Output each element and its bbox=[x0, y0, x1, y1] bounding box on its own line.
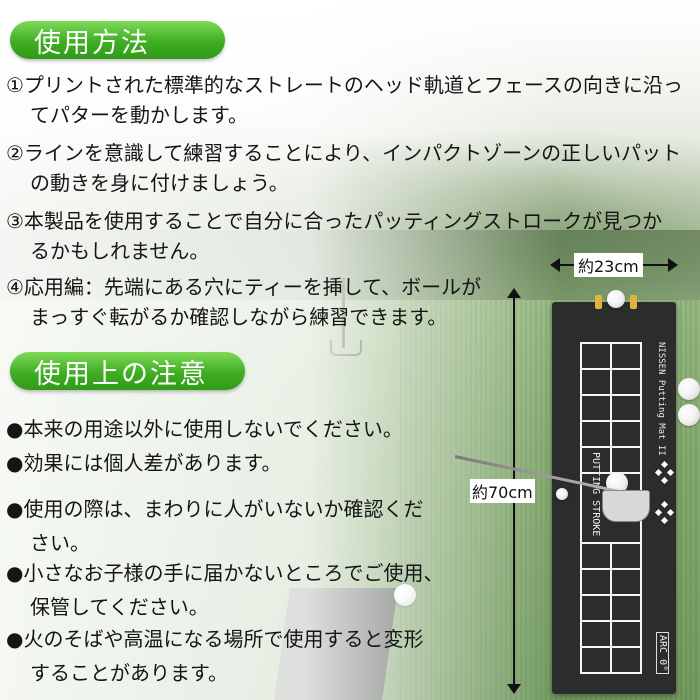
mat-center-line bbox=[610, 542, 612, 672]
usage-item-3-line2: るかもしれません。 bbox=[30, 239, 210, 263]
caution-item-2-line1: ●効果には個人差があります。 bbox=[6, 451, 282, 475]
alignment-arrow-top bbox=[654, 460, 675, 492]
golf-ball bbox=[678, 378, 700, 400]
caution-item-4: ●小さなお子様の手に届かないところでご使用、 保管してください。 bbox=[6, 556, 443, 624]
caution-item-3-line1: ●使用の際は、まわりに人がいないか確認くだ bbox=[6, 497, 424, 521]
golf-ball bbox=[678, 404, 700, 426]
tee-left bbox=[595, 295, 602, 309]
usage-item-3: ③本製品を使用することで自分に合ったパッティングストロークが見つか るかもしれま… bbox=[6, 206, 662, 266]
usage-item-1-line1: ①プリントされた標準的なストレートのヘッド軌道とフェースの向きに沿っ bbox=[6, 73, 683, 97]
putter-head bbox=[602, 490, 650, 522]
golf-tee-small bbox=[556, 488, 568, 500]
usage-item-4-line2: まっすぐ転がるか確認しながら練習できます。 bbox=[30, 305, 448, 329]
caution-item-5: ●火のそばや高温になる場所で使用すると変形 することがあります。 bbox=[6, 622, 423, 690]
mat-rung bbox=[580, 672, 642, 674]
caution-item-4-line2: 保管してください。 bbox=[30, 595, 209, 619]
caution-item-3: ●使用の際は、まわりに人がいないか確認くだ さい。 bbox=[6, 492, 423, 560]
usage-item-2-line1: ②ラインを意識して練習することにより、インパクトゾーンの正しいパット bbox=[6, 141, 682, 165]
usage-item-2-line2: の動きを身に付けましょう。 bbox=[30, 171, 289, 195]
caution-item-5-line2: することがあります。 bbox=[30, 661, 228, 685]
length-dimension-label: 約70cm bbox=[470, 479, 535, 503]
mat-center-line bbox=[610, 342, 612, 472]
width-dimension-label: 約23cm bbox=[574, 253, 643, 277]
golf-ball-on-tee bbox=[607, 290, 625, 308]
caution-item-5-line1: ●火のそばや高温になる場所で使用すると変形 bbox=[6, 627, 424, 651]
usage-item-4-line1: ④応用編：先端にある穴にティーを挿して、ボールが bbox=[6, 275, 482, 299]
caution-item-2: ●効果には個人差があります。 bbox=[6, 446, 281, 480]
alignment-arrow-bottom bbox=[654, 500, 675, 532]
caution-heading: 使用上の注意 bbox=[10, 352, 245, 390]
usage-heading: 使用方法 bbox=[10, 21, 225, 59]
mat-guide-line-left bbox=[580, 342, 582, 672]
mat-brand-text: NISSEN Putting Mat II bbox=[656, 342, 666, 456]
caution-item-1: ●本来の用途以外に使用しないでください。 bbox=[6, 412, 403, 446]
usage-item-1: ①プリントされた標準的なストレートのヘッド軌道とフェースの向きに沿っ てパターを… bbox=[6, 70, 683, 130]
caution-item-1-line1: ●本来の用途以外に使用しないでください。 bbox=[6, 417, 403, 441]
usage-item-1-line2: てパターを動かします。 bbox=[30, 103, 248, 127]
usage-item-2: ②ラインを意識して練習することにより、インパクトゾーンの正しいパット の動きを身… bbox=[6, 138, 681, 198]
mat-stroke-text: PUTTING STROKE bbox=[590, 452, 601, 537]
mat-arc-text: ARC 0° bbox=[656, 632, 669, 675]
caution-item-4-line1: ●小さなお子様の手に届かないところでご使用、 bbox=[6, 561, 444, 585]
usage-item-3-line1: ③本製品を使用することで自分に合ったパッティングストロークが見つか bbox=[6, 209, 663, 233]
usage-item-4: ④応用編：先端にある穴にティーを挿して、ボールが まっすぐ転がるか確認しながら練… bbox=[6, 272, 481, 332]
tee-right bbox=[630, 295, 637, 309]
caution-item-3-line2: さい。 bbox=[30, 531, 90, 555]
